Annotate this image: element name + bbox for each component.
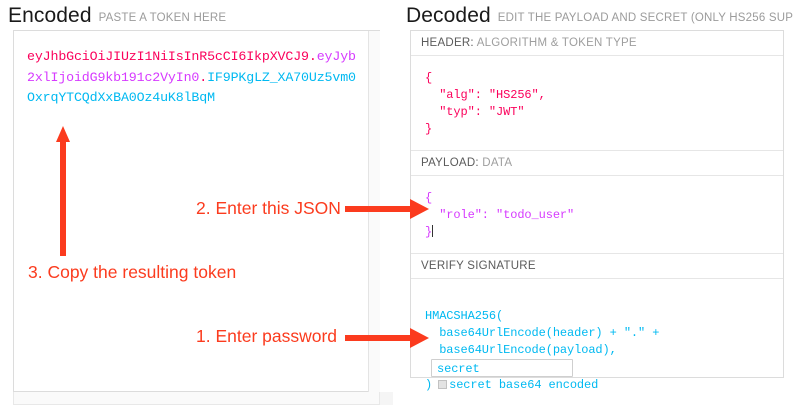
signature-label-strong: VERIFY SIGNATURE (421, 260, 536, 272)
arrow-shaft (345, 335, 411, 341)
payload-json-text: { "role": "todo_user" } (425, 191, 575, 239)
secret-input-row: secret (425, 359, 573, 377)
arrow-head (56, 126, 70, 142)
arrow-to-secret-icon (345, 328, 429, 348)
arrow-head (410, 199, 429, 219)
base64-checkbox-row: ) secret base64 encoded (425, 378, 598, 392)
arrow-shaft (345, 206, 411, 212)
payload-label-rest: DATA (482, 157, 513, 169)
secret-input[interactable]: secret (431, 359, 573, 377)
base64-encoded-checkbox[interactable] (438, 380, 448, 390)
encoded-token-text[interactable]: eyJhbGciOiJIUzI1NiIsInR5cCI6IkpXVCJ9.eyJ… (27, 47, 363, 109)
annotation-step-1: 1. Enter password (196, 326, 338, 346)
payload-json-editor[interactable]: { "role": "todo_user" } (411, 176, 783, 254)
encoded-subtitle: PASTE A TOKEN HERE (98, 12, 227, 24)
encoded-title: Encoded (8, 4, 92, 27)
signature-section-label: VERIFY SIGNATURE (411, 254, 783, 279)
decoded-subtitle: EDIT THE PAYLOAD AND SECRET (ONLY HS256 … (497, 12, 793, 24)
encoded-column-heading: Encoded PASTE A TOKEN HERE (8, 4, 226, 28)
arrow-head (410, 328, 429, 348)
token-dot-2: . (199, 69, 208, 85)
text-caret (432, 225, 434, 237)
decoded-column-heading: Decoded EDIT THE PAYLOAD AND SECRET (ONLY… (406, 4, 793, 28)
base64-encoded-label: secret base64 encoded (449, 378, 599, 393)
annotation-step-3: 3. Copy the resulting token (28, 262, 237, 282)
header-label-rest: ALGORITHM & TOKEN TYPE (476, 37, 637, 49)
encoded-horizontal-scrollbar[interactable] (13, 392, 380, 405)
signature-formula: HMACSHA256( base64UrlEncode(header) + ".… (411, 279, 783, 419)
hmac-line-2: base64UrlEncode(header) + "." + (425, 326, 660, 340)
hmac-line-1: HMACSHA256( (425, 309, 504, 323)
token-header-segment: eyJhbGciOiJIUzI1NiIsInR5cCI6IkpXVCJ9 (27, 49, 309, 64)
header-label-strong: HEADER: (421, 37, 474, 49)
closing-paren: ) (425, 378, 433, 393)
decoded-panel: HEADER: ALGORITHM & TOKEN TYPE { "alg": … (410, 30, 784, 392)
arrow-up-to-token-icon (56, 126, 70, 256)
hmac-line-3: base64UrlEncode(payload), (425, 343, 617, 357)
annotation-step-2: 2. Enter this JSON (196, 198, 341, 218)
payload-section-label: PAYLOAD: DATA (411, 151, 783, 176)
token-payload-segment: eyJyb2xlIjoidG9kb191c2VyIn0 (27, 49, 356, 85)
decoded-title: Decoded (406, 4, 491, 27)
header-section-label: HEADER: ALGORITHM & TOKEN TYPE (411, 31, 783, 56)
payload-label-strong: PAYLOAD: (421, 157, 479, 169)
token-dot-1: . (308, 49, 317, 64)
arrow-shaft (60, 140, 66, 256)
arrow-to-payload-icon (345, 199, 429, 219)
scrollbar-corner (380, 392, 393, 405)
token-signature-segment: IF9PKgLZ_XA70Uz5vm0OxrqYTCQdXxBA0Oz4uK8l… (27, 69, 356, 106)
encoded-token-textarea[interactable]: eyJhbGciOiJIUzI1NiIsInR5cCI6IkpXVCJ9.eyJ… (13, 30, 380, 392)
header-json-editor[interactable]: { "alg": "HS256", "typ": "JWT" } (411, 56, 783, 151)
